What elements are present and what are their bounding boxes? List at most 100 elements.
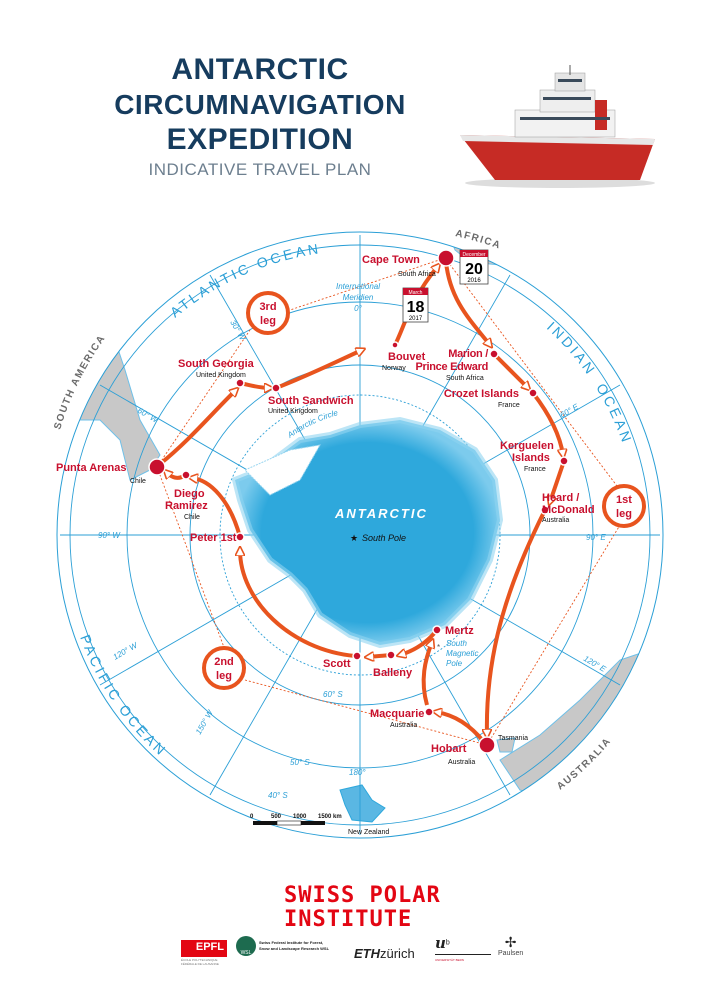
peter-label: Peter 1st xyxy=(190,532,237,544)
marker-heard[interactable] xyxy=(540,505,550,515)
leg-3-badge: 3rd leg xyxy=(246,291,290,335)
punta-arenas-label: Punta Arenas xyxy=(56,462,127,474)
scale-tick-1500: 1500 km xyxy=(318,814,342,820)
leg-1-number: 1st xyxy=(616,494,632,506)
paulsen-logo: ✢ Paulsen xyxy=(498,934,523,957)
eth-bold: ETH xyxy=(354,946,380,961)
marker-balleny[interactable] xyxy=(386,650,396,660)
heard-label-1: Heard / xyxy=(542,492,579,504)
calendar-1-month: December xyxy=(462,252,485,258)
marker-scott[interactable] xyxy=(352,651,362,661)
swiss-polar-institute-logo: SWISS POLAR INSTITUTE xyxy=(284,884,441,932)
diego-label-2: Ramirez xyxy=(165,500,208,512)
diego-label-1: Diego xyxy=(174,488,205,500)
label-50s: 50° S xyxy=(290,758,310,767)
svg-text:AFRICA: AFRICA xyxy=(454,228,502,252)
eth-logo: ETHzürich xyxy=(354,946,415,961)
bouvet-country: Norway xyxy=(382,365,406,372)
marker-peter[interactable] xyxy=(235,532,245,542)
scale-tick-500: 500 xyxy=(271,814,282,820)
unibe-subtext: UNIVERSITÄT BERN xyxy=(435,958,464,962)
label-180: 180° xyxy=(349,768,366,777)
calendar-1-year: 2016 xyxy=(467,278,481,284)
south-georgia-label: South Georgia xyxy=(178,358,255,370)
crozet-country: France xyxy=(498,402,520,409)
kerguelen-label-1: Kerguelen xyxy=(500,440,554,452)
marion-label-2: Prince Edward xyxy=(415,361,488,373)
marker-macquarie[interactable] xyxy=(424,707,434,717)
leg-2-number: 2nd xyxy=(214,656,234,668)
subtitle: INDICATIVE TRAVEL PLAN xyxy=(148,160,372,179)
south-sandwich-label: South Sandwich xyxy=(268,395,354,407)
marker-crozet[interactable] xyxy=(528,388,538,398)
punta-arenas-country: Chile xyxy=(130,478,146,485)
unibe-b: b xyxy=(445,939,450,947)
label-90w: 90° W xyxy=(98,531,121,540)
hobart-label: Hobart xyxy=(431,743,467,755)
label-40s: 40° S xyxy=(268,791,288,800)
marker-punta-arenas[interactable] xyxy=(148,458,166,476)
leg-connectors xyxy=(156,257,621,746)
wsl-line-1: Swiss Federal Institute for Forest, xyxy=(259,940,324,945)
marker-marion[interactable] xyxy=(489,349,499,359)
crozet-label: Crozet Islands xyxy=(444,388,519,400)
new-zealand-label: New Zealand xyxy=(348,829,389,836)
calendar-2-year: 2017 xyxy=(409,316,423,322)
calendar-return: March 18 2017 xyxy=(402,287,429,323)
wsl-text: WSL xyxy=(240,950,252,956)
heard-label-2: McDonald xyxy=(542,504,595,516)
marker-mertz[interactable] xyxy=(432,625,442,635)
magnetic-pole-3: Pole xyxy=(446,659,463,668)
meridian-label-3: 0° xyxy=(354,304,362,313)
marion-country: South Africa xyxy=(446,375,484,382)
label-60s: 60° S xyxy=(323,690,343,699)
title-line-3: EXPEDITION xyxy=(166,123,354,156)
tasmania-land xyxy=(496,737,516,753)
south-pole-label: South Pole xyxy=(362,533,406,543)
meridian-label-1: International xyxy=(336,282,380,291)
unibe-u: u xyxy=(435,934,446,952)
epfl-text: EPFL xyxy=(181,940,227,957)
new-zealand-land xyxy=(339,784,386,823)
scale-tick-1000: 1000 xyxy=(293,814,307,820)
wsl-logo: WSL Swiss Federal Institute for Forest, … xyxy=(236,936,329,956)
route-leg-2 xyxy=(166,472,486,744)
hobart-country: Australia xyxy=(448,759,475,766)
macquarie-country: Australia xyxy=(390,722,417,729)
magnetic-pole-star-icon: * xyxy=(437,643,440,652)
magnetic-pole-1: South xyxy=(446,639,467,648)
leg-3-number: 3rd xyxy=(259,301,276,313)
tasmania-label: Tasmania xyxy=(498,735,528,742)
marker-south-sandwich[interactable] xyxy=(271,383,281,393)
paulsen-mark-icon: ✢ xyxy=(504,934,517,950)
epfl-logo: EPFL ÉCOLE POLYTECHNIQUE FÉDÉRALE DE LAU… xyxy=(181,940,227,966)
scott-label: Scott xyxy=(323,658,351,670)
magnetic-pole-2: Magnetic xyxy=(446,649,478,658)
leg-2-word: leg xyxy=(216,670,232,682)
scale-bar: 0 500 1000 1500 km xyxy=(250,814,342,826)
marker-hobart[interactable] xyxy=(478,736,496,754)
mertz-label: Mertz xyxy=(445,625,474,637)
title-line-2: CIRCUMNAVIGATION xyxy=(114,89,406,120)
calendar-2-day: 18 xyxy=(407,299,425,316)
leg-1-badge: 1st leg xyxy=(602,484,646,528)
marker-cape-town[interactable] xyxy=(437,249,455,267)
balleny-label: Balleny xyxy=(373,667,413,679)
leg-1-word: leg xyxy=(616,508,632,520)
ship-illustration xyxy=(460,65,655,188)
cape-town-country: South Africa xyxy=(398,271,436,278)
south-georgia-country: United Kingdom xyxy=(196,372,246,379)
marker-south-georgia[interactable] xyxy=(235,378,245,388)
marker-bouvet[interactable] xyxy=(391,341,399,349)
south-sandwich-country: United Kingdom xyxy=(268,408,318,415)
eth-rest: zürich xyxy=(380,946,415,961)
marker-kerguelen[interactable] xyxy=(559,456,569,466)
title-line-1: ANTARCTIC xyxy=(171,53,349,86)
footer-title-1: SWISS POLAR xyxy=(284,883,441,908)
marker-diego[interactable] xyxy=(181,470,191,480)
calendar-departure: December 20 2016 xyxy=(459,249,489,285)
ice-shelf xyxy=(244,444,321,496)
footer-title-2: INSTITUTE xyxy=(284,907,413,932)
antarctic-label: ANTARCTIC xyxy=(334,506,428,521)
